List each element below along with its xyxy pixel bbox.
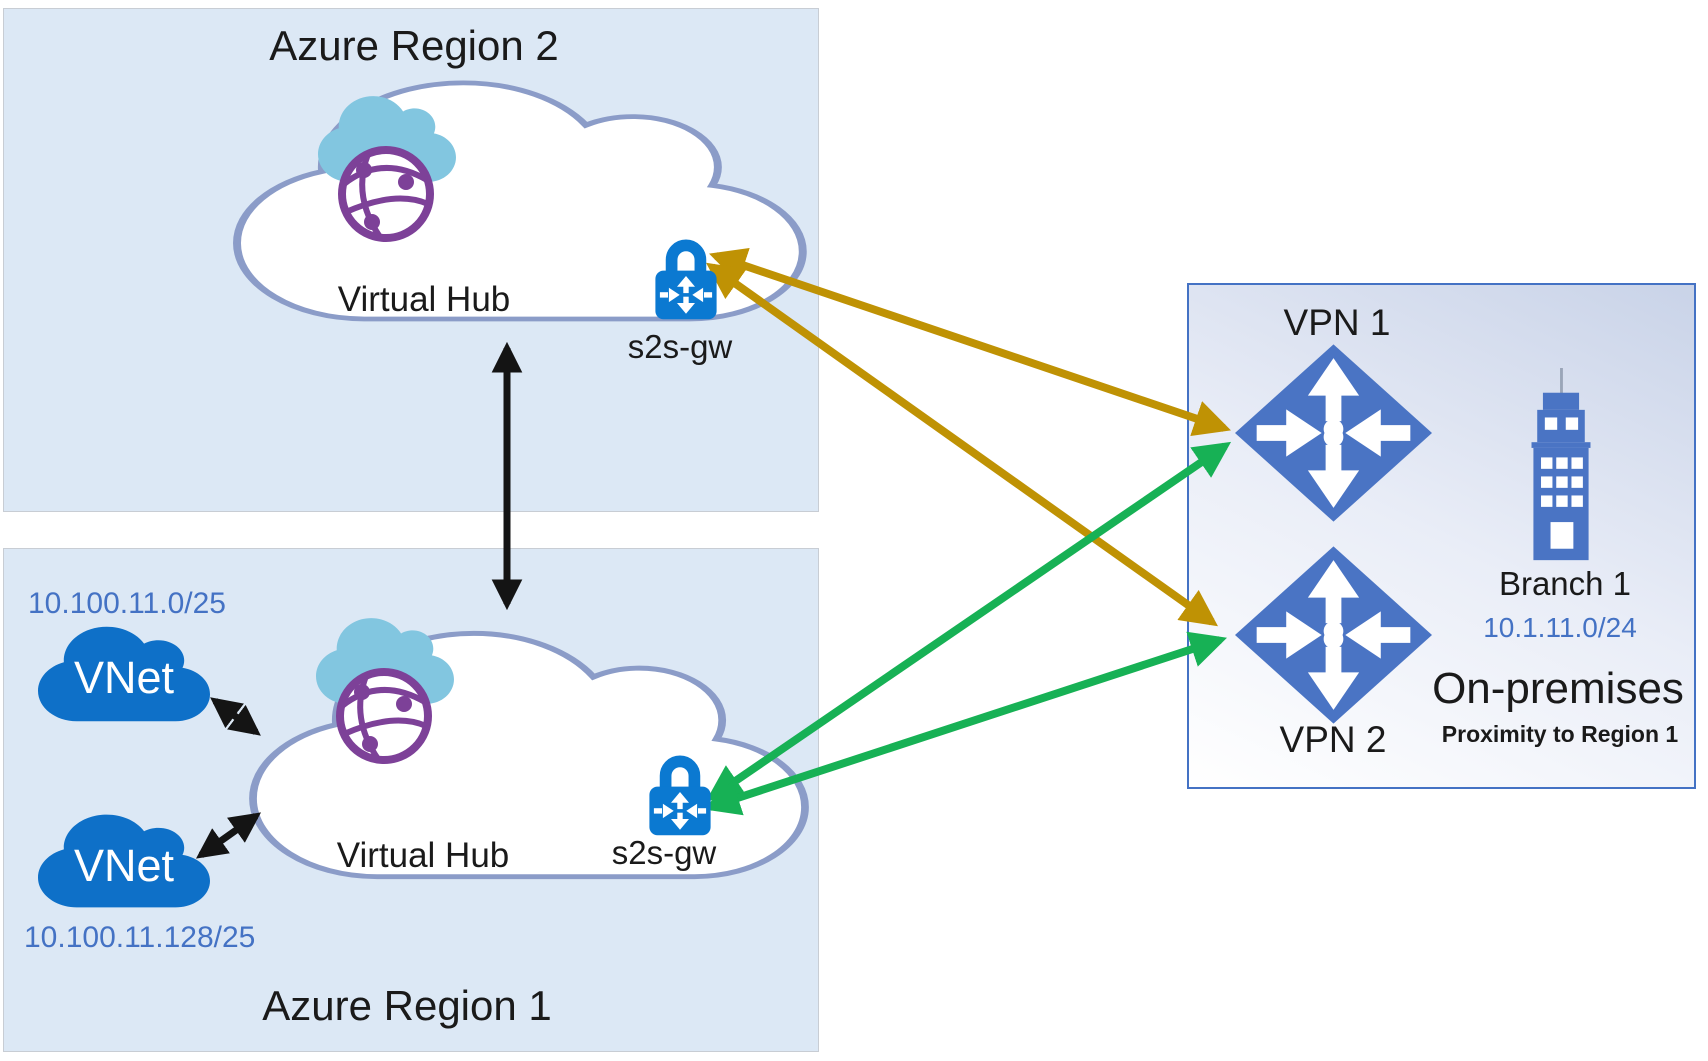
branch-building-icon: [1531, 368, 1591, 561]
s2s-gateway-lock-icon: [655, 239, 717, 320]
region1-vpn1-link: [705, 441, 1232, 802]
globe-icon: [338, 146, 434, 242]
vpn2-label: VPN 2: [1279, 719, 1387, 760]
virtual-wan-icon: [318, 96, 456, 242]
vnet1-cloud-icon: [38, 626, 210, 722]
virtual-wan-icon: [316, 618, 454, 764]
branch-cidr-label: 10.1.11.0/24: [1483, 612, 1637, 643]
region1-title: Azure Region 1: [262, 982, 552, 1029]
vnet2-hub-arrow: [195, 812, 262, 859]
vpn-router-icon: [1235, 546, 1432, 724]
vpn1-label: VPN 1: [1283, 302, 1391, 343]
branch-label: Branch 1: [1498, 565, 1632, 602]
vnet1-hub-arrow: [210, 697, 261, 736]
onprem-title: On-premises: [1432, 664, 1684, 713]
region2-gateway-label: s2s-gw: [627, 328, 733, 365]
s2s-gateway-lock-icon: [649, 755, 711, 836]
vnet1-label: VNet: [73, 652, 175, 703]
region1-vpn2-link: [703, 631, 1227, 816]
region2-title: Azure Region 2: [269, 22, 559, 69]
vnet2-cloud-icon: [38, 814, 210, 908]
region1-hub-label: Virtual Hub: [336, 836, 510, 875]
region2-hub-label: Virtual Hub: [337, 280, 511, 319]
on-premises-box: [1187, 283, 1696, 789]
vnet2-label: VNet: [73, 840, 175, 891]
region2-vpn2-link: [705, 262, 1219, 627]
region1-gateway-label: s2s-gw: [611, 834, 717, 871]
globe-icon: [336, 668, 432, 764]
onprem-subtitle: Proximity to Region 1: [1441, 721, 1679, 747]
region2-vpn1-link: [709, 248, 1231, 436]
vnet2-cidr-label: 10.100.11.128/25: [24, 921, 256, 954]
vnet1-cidr-label: 10.100.11.0/25: [28, 587, 226, 620]
vpn-router-icon: [1235, 344, 1432, 522]
